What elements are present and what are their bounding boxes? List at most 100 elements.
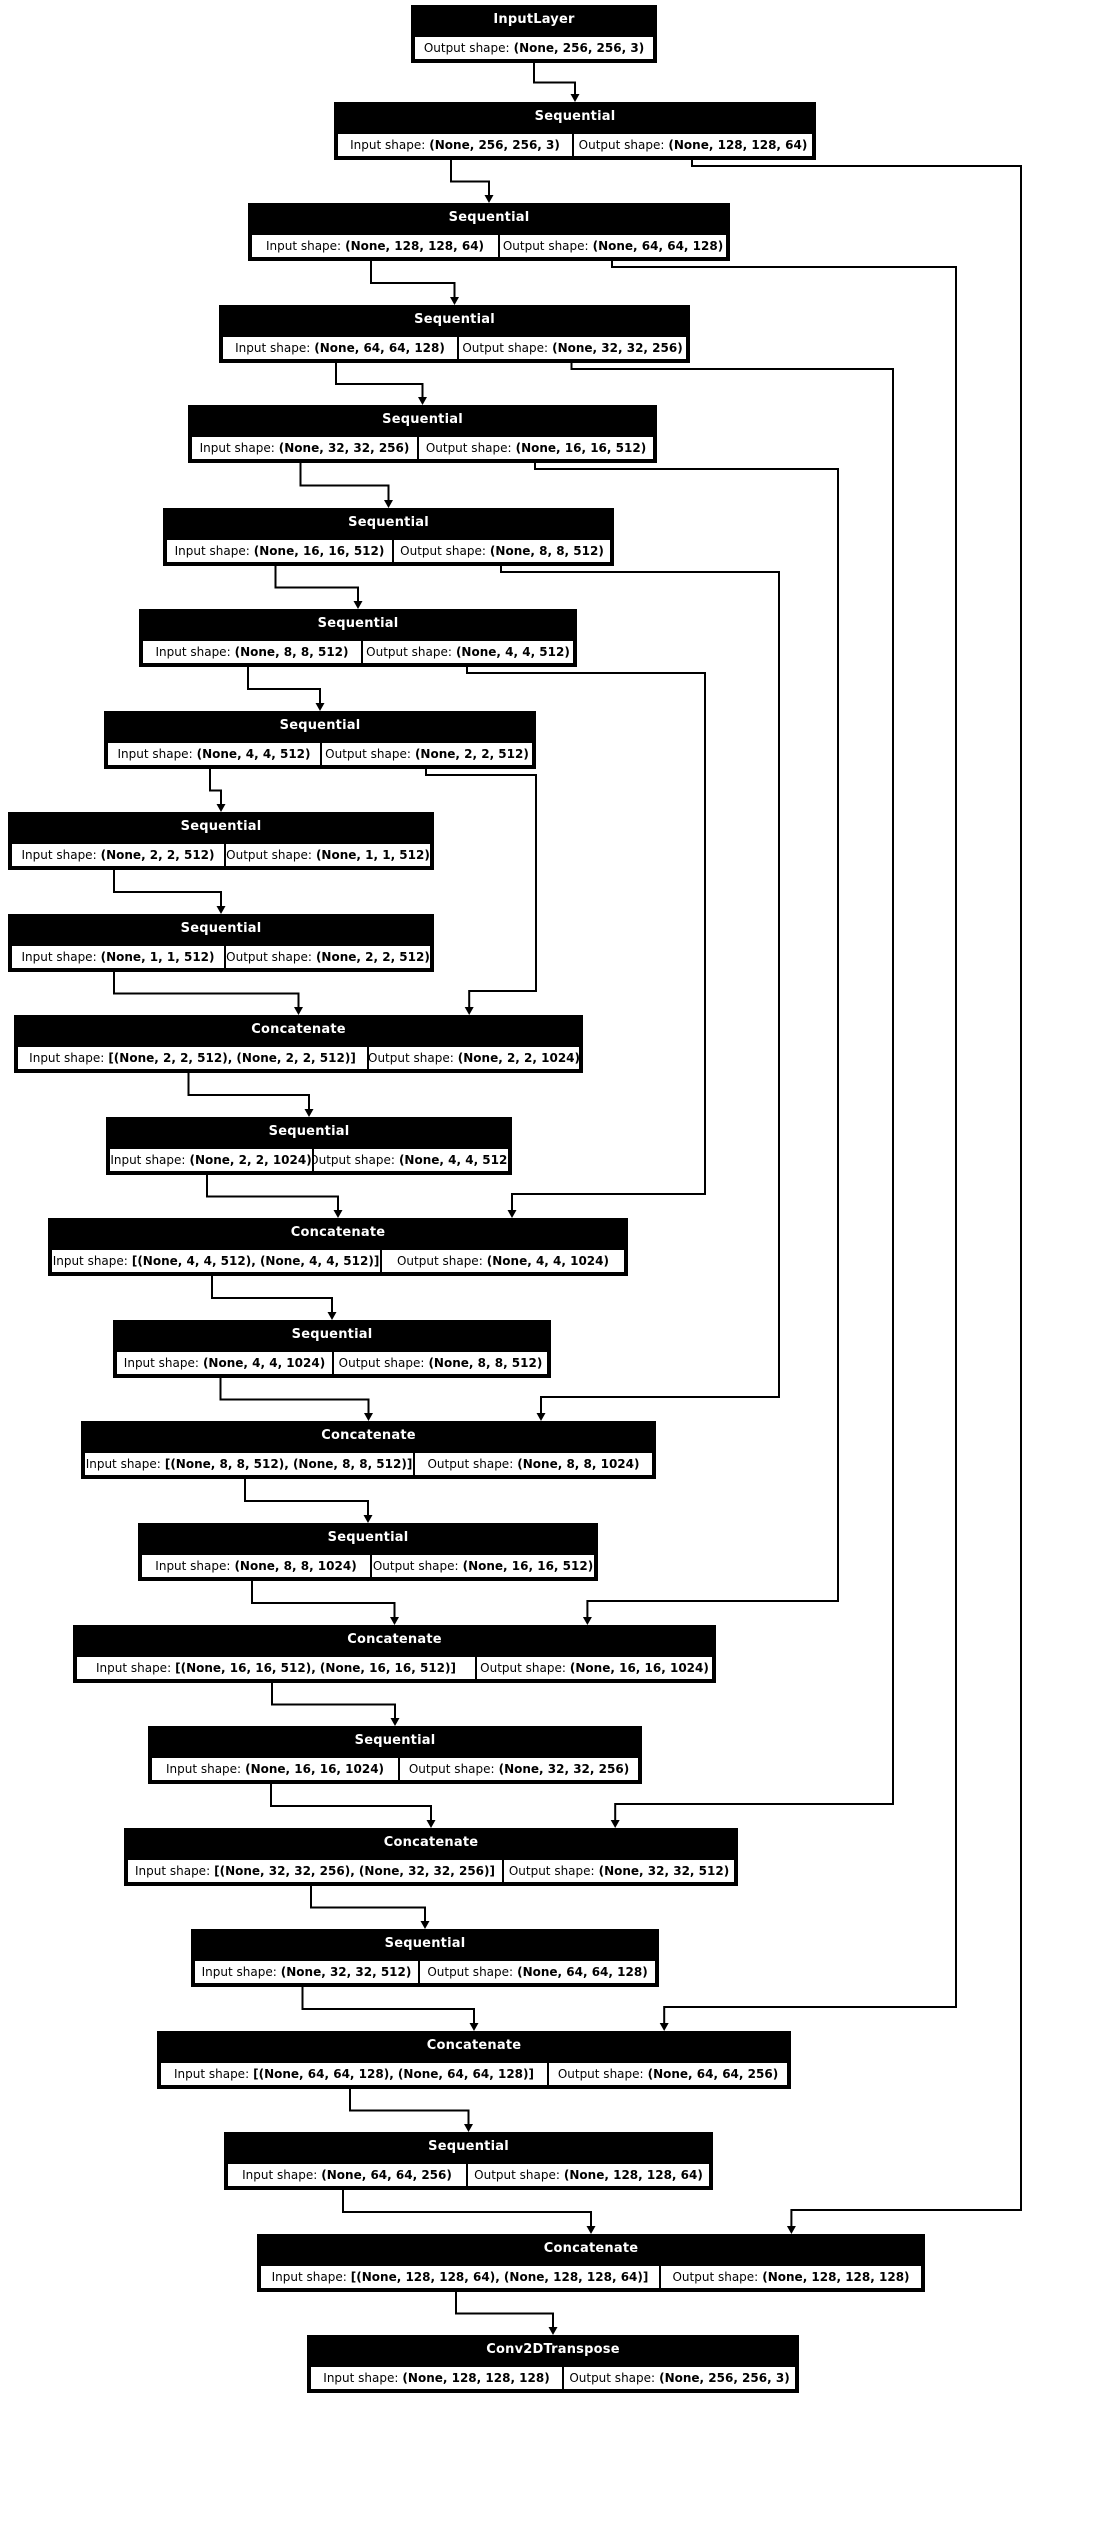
node-output-shape: Output shape:(None, 8, 8, 512) [394,540,610,562]
node-input-shape: Input shape:(None, 256, 256, 3) [338,134,572,156]
node-type-label: Sequential [115,1322,549,1348]
node-type-label: Sequential [141,611,575,637]
node-output-shape: Output shape:(None, 16, 16, 512) [372,1555,594,1577]
node-input-shape: Input shape:(None, 128, 128, 128) [311,2367,562,2389]
node-input-shape: Input shape:[(None, 64, 64, 128), (None,… [161,2063,547,2085]
node-output-shape: Output shape:(None, 2, 2, 512) [322,743,532,765]
node-type-label: Sequential [150,1728,640,1754]
node-type-label: Conv2DTranspose [309,2337,797,2363]
node-type-label: Concatenate [75,1627,714,1653]
node-output-shape: Output shape:(None, 256, 256, 3) [415,37,653,59]
node-output-shape: Output shape:(None, 32, 32, 512) [504,1860,734,1882]
node-shape-row: Input shape:(None, 16, 16, 512)Output sh… [165,536,612,564]
node-input-shape: Input shape:[(None, 2, 2, 512), (None, 2… [18,1047,367,1069]
node-output-shape: Output shape:(None, 128, 128, 64) [468,2164,709,2186]
node-shape-row: Input shape:(None, 16, 16, 1024)Output s… [150,1754,640,1782]
node-type-label: Sequential [221,307,688,333]
node-type-label: Concatenate [50,1220,626,1246]
node-shape-row: Input shape:(None, 128, 128, 64)Output s… [250,231,728,259]
node-output-shape: Output shape:(None, 64, 64, 256) [549,2063,787,2085]
node-output-shape: Output shape:(None, 16, 16, 1024) [477,1657,712,1679]
node-input-shape: Input shape:(None, 32, 32, 256) [192,437,417,459]
node-shape-row: Input shape:(None, 4, 4, 1024)Output sha… [115,1348,549,1376]
node-shape-row: Input shape:(None, 1, 1, 512)Output shap… [10,942,432,970]
node-output-shape: Output shape:(None, 2, 2, 1024) [369,1047,579,1069]
node-output-shape: Output shape:(None, 128, 128, 64) [574,134,812,156]
node-input-shape: Input shape:(None, 32, 32, 512) [195,1961,418,1983]
node-type-label: Sequential [106,713,534,739]
node-type-label: Sequential [193,1931,657,1957]
node-shape-row: Input shape:(None, 64, 64, 256)Output sh… [226,2160,711,2188]
node-type-label: Sequential [250,205,728,231]
node-output-shape: Output shape:(None, 2, 2, 512) [226,946,430,968]
node-output-shape: Output shape:(None, 1, 1, 512) [226,844,430,866]
node-output-shape: Output shape:(None, 16, 16, 512) [419,437,653,459]
node-shape-row: Input shape:(None, 32, 32, 512)Output sh… [193,1957,657,1985]
node-input-shape: Input shape:[(None, 8, 8, 512), (None, 8… [85,1453,413,1475]
node-output-shape: Output shape:(None, 4, 4, 512) [314,1149,508,1171]
node-input-shape: Input shape:(None, 128, 128, 64) [252,235,498,257]
node-shape-row: Input shape:(None, 4, 4, 512)Output shap… [106,739,534,767]
node-shape-row: Input shape:(None, 32, 32, 256)Output sh… [190,433,655,461]
node-type-label: Sequential [10,916,432,942]
node-input-shape: Input shape:[(None, 32, 32, 256), (None,… [128,1860,502,1882]
node-shape-row: Input shape:[(None, 32, 32, 256), (None,… [126,1856,736,1884]
node-input-shape: Input shape:(None, 4, 4, 1024) [117,1352,332,1374]
node-input-shape: Input shape:(None, 4, 4, 512) [108,743,320,765]
node-input-shape: Input shape:(None, 2, 2, 512) [12,844,224,866]
node-shape-row: Input shape:[(None, 64, 64, 128), (None,… [159,2059,789,2087]
node-type-label: Concatenate [16,1017,581,1043]
node-shape-row: Input shape:(None, 8, 8, 1024)Output sha… [140,1551,596,1579]
node-output-shape: Output shape:(None, 4, 4, 1024) [382,1250,624,1272]
node-type-label: Sequential [108,1119,510,1145]
node-type-label: Sequential [336,104,814,130]
node-input-shape: Input shape:(None, 8, 8, 1024) [142,1555,370,1577]
node-shape-row: Input shape:[(None, 8, 8, 512), (None, 8… [83,1449,654,1477]
node-output-shape: Output shape:(None, 32, 32, 256) [459,337,686,359]
node-type-label: Concatenate [259,2236,923,2262]
node-input-shape: Input shape:(None, 8, 8, 512) [143,641,361,663]
node-input-shape: Input shape:(None, 64, 64, 256) [228,2164,466,2186]
node-input-shape: Input shape:[(None, 16, 16, 512), (None,… [77,1657,475,1679]
node-shape-row: Input shape:[(None, 16, 16, 512), (None,… [75,1653,714,1681]
node-output-shape: Output shape:(None, 32, 32, 256) [400,1758,638,1780]
node-type-label: Concatenate [126,1830,736,1856]
node-type-label: Sequential [226,2134,711,2160]
node-type-label: InputLayer [413,7,655,33]
node-shape-row: Input shape:[(None, 4, 4, 512), (None, 4… [50,1246,626,1274]
node-shape-row: Input shape:(None, 64, 64, 128)Output sh… [221,333,688,361]
node-input-shape: Input shape:(None, 64, 64, 128) [223,337,457,359]
node-input-shape: Input shape:(None, 16, 16, 1024) [152,1758,398,1780]
node-input-shape: Input shape:[(None, 4, 4, 512), (None, 4… [52,1250,380,1272]
node-shape-row: Input shape:(None, 256, 256, 3)Output sh… [336,130,814,158]
node-output-shape: Output shape:(None, 64, 64, 128) [420,1961,655,1983]
node-shape-row: Output shape:(None, 256, 256, 3) [413,33,655,61]
node-type-label: Sequential [165,510,612,536]
